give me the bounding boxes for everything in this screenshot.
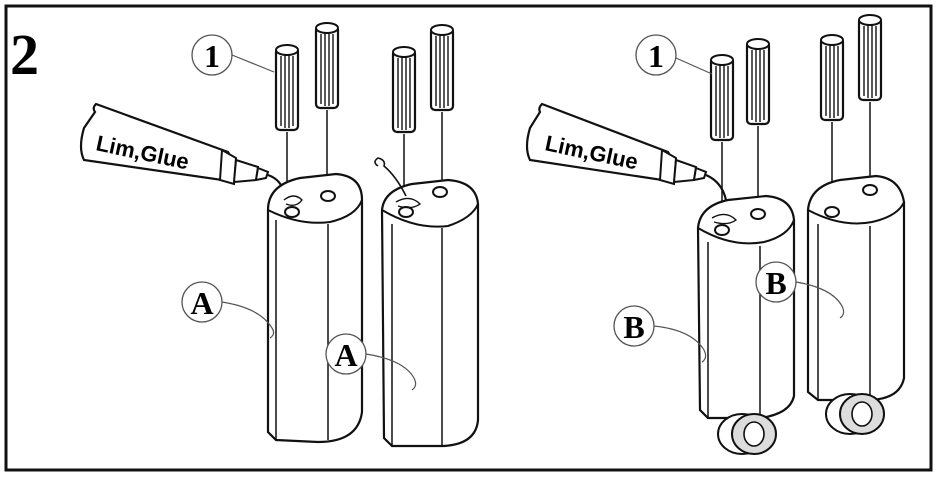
glue-tube-icon: Lim,Glue [525, 102, 728, 201]
svg-text:A: A [190, 285, 213, 321]
dowel-icon [819, 33, 845, 122]
svg-text:A: A [334, 337, 357, 373]
panel-b [806, 174, 906, 435]
castor-wheel-icon [717, 413, 777, 455]
dowel-icon [274, 43, 300, 132]
panel-a [266, 172, 364, 444]
part-callout: B [613, 305, 707, 363]
panel-b [696, 194, 796, 455]
dowel-callout: 1 [191, 34, 275, 76]
panel-a [374, 157, 480, 448]
svg-text:1: 1 [648, 38, 664, 74]
diagram-frame [4, 4, 933, 472]
glue-tube-icon: Lim,Glue [79, 102, 286, 195]
svg-text:B: B [765, 265, 786, 301]
dowel-icon [745, 37, 771, 126]
step-number: 2 [10, 22, 39, 87]
part-callout: A [181, 281, 275, 339]
dowel-icon [391, 45, 417, 134]
dowel-icon [857, 13, 883, 102]
castor-wheel-icon [825, 393, 885, 435]
dowel-callout: 1 [635, 34, 713, 76]
right-assembly-group: 1 Lim,Glue [525, 13, 906, 455]
dowel-icon [709, 53, 735, 142]
part-callout: A [325, 333, 417, 391]
svg-text:1: 1 [204, 38, 220, 74]
dowel-icon [314, 21, 340, 110]
left-assembly-group: 1 Lim,Glue [79, 21, 480, 448]
part-callout: B [755, 261, 845, 319]
svg-text:B: B [623, 309, 644, 345]
dowel-icon [429, 23, 455, 112]
